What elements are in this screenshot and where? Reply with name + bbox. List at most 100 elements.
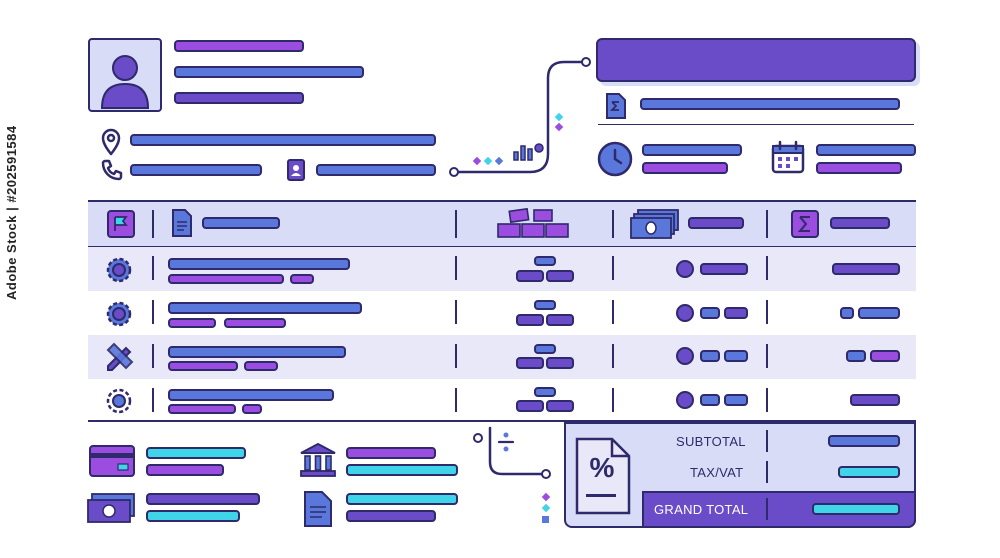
grand-total-value-bar: [812, 503, 900, 515]
decor-square: [542, 516, 549, 523]
row2-qty-left: [516, 314, 544, 326]
gear-settings-icon: [106, 301, 132, 327]
cash-stack-icon: [630, 209, 679, 239]
subtotal-value-bar: [828, 435, 900, 447]
cash-bar-1: [146, 493, 260, 505]
address-bar: [130, 134, 436, 146]
col-divider: [152, 388, 154, 412]
row4-total-bar: [850, 394, 900, 406]
row3-sub-bar: [168, 361, 238, 371]
row1-desc-bar: [168, 258, 350, 270]
map-pin-icon: [101, 128, 121, 156]
decor-dot: [541, 503, 551, 513]
invoice-title-block: [596, 38, 916, 82]
decor-dot: [494, 156, 504, 166]
col-divider: [152, 344, 154, 368]
customer-name-bar: [174, 40, 304, 52]
row1-qty-right: [546, 270, 574, 282]
row3-qty-right: [546, 357, 574, 369]
percent-symbol: %: [589, 452, 615, 483]
address-book-icon: [287, 159, 305, 181]
col-divider: [455, 344, 457, 368]
summary-divider: [766, 430, 768, 452]
row3-desc-bar: [168, 346, 346, 358]
row4-qty-right: [546, 400, 574, 412]
row2-price-dot: [676, 304, 694, 322]
col-divider: [455, 210, 457, 238]
row1-sub-bar: [168, 274, 284, 284]
row2-price-bar-2: [724, 307, 748, 319]
col-divider: [455, 256, 457, 280]
summary-divider: [766, 461, 768, 483]
calendar-icon: [771, 140, 805, 174]
row1-sub-bar-2: [290, 274, 314, 284]
row2-qty-right: [546, 314, 574, 326]
credit-card-icon: [89, 445, 135, 477]
col-divider: [612, 300, 614, 324]
document-icon: [172, 209, 192, 237]
row1-price-bar: [700, 263, 748, 275]
row4-desc-bar: [168, 389, 334, 401]
flag-tag-icon: [107, 210, 135, 238]
row3-price-bar-1: [700, 350, 720, 362]
col-divider: [766, 388, 768, 412]
row3-total-bar-1: [846, 350, 866, 362]
decor-dot: [554, 122, 564, 132]
row3-price-bar-2: [724, 350, 748, 362]
customer-line-2-bar: [174, 66, 364, 78]
col-divider: [455, 300, 457, 324]
row4-sub-bar-2: [242, 404, 262, 414]
sigma-icon: [791, 210, 819, 238]
row2-sub-bar: [168, 318, 216, 328]
decor-dot: [483, 156, 493, 166]
bank-bar-2: [346, 464, 458, 476]
file-bar-1: [346, 493, 458, 505]
gear-dashboard-icon: [106, 257, 132, 283]
decor-dot: [472, 156, 482, 166]
grand-total-label: GRAND TOTAL: [654, 502, 749, 517]
col-divider: [612, 210, 614, 238]
decor-dot: [554, 112, 564, 122]
col-divider: [612, 344, 614, 368]
date-bar-2: [816, 162, 902, 174]
header-price-bar: [688, 217, 744, 229]
row4-qty-left: [516, 400, 544, 412]
user-avatar-icon: [100, 55, 150, 109]
boxes-quantity-icon: [497, 208, 569, 238]
row4-sub-bar: [168, 404, 236, 414]
row2-price-bar-1: [700, 307, 720, 319]
col-divider: [152, 210, 154, 238]
col-divider: [766, 210, 768, 238]
gear-icon: [106, 388, 132, 414]
date-bar-1: [816, 144, 916, 156]
clock-icon: [597, 141, 633, 177]
row2-qty-top: [534, 300, 556, 310]
col-divider: [612, 388, 614, 412]
pencil-ruler-icon: [106, 342, 134, 371]
row2-total-bar-2: [858, 307, 900, 319]
invoice-number-bar: [640, 98, 900, 110]
row3-qty-left: [516, 357, 544, 369]
phone-bar: [130, 164, 262, 176]
phone-icon: [101, 159, 123, 181]
table-header-border: [88, 246, 916, 247]
header-divider: [598, 124, 914, 125]
subtotal-label: SUBTOTAL: [676, 434, 746, 449]
header-description-bar: [202, 217, 280, 229]
percent-underline: [586, 494, 616, 497]
col-divider: [152, 256, 154, 280]
header-total-bar: [830, 217, 890, 229]
contacts-bar: [316, 164, 436, 176]
table-bottom-border: [88, 420, 916, 422]
row4-price-bar-1: [700, 394, 720, 406]
row2-desc-bar: [168, 302, 362, 314]
col-divider: [766, 256, 768, 280]
bank-icon: [300, 442, 336, 477]
cash-bar-2: [146, 510, 240, 522]
cash-icon: [87, 493, 135, 523]
row3-qty-top: [534, 344, 556, 354]
row3-sub-bar-2: [244, 361, 278, 371]
bank-bar-1: [346, 447, 436, 459]
col-divider: [152, 300, 154, 324]
row1-qty-left: [516, 270, 544, 282]
